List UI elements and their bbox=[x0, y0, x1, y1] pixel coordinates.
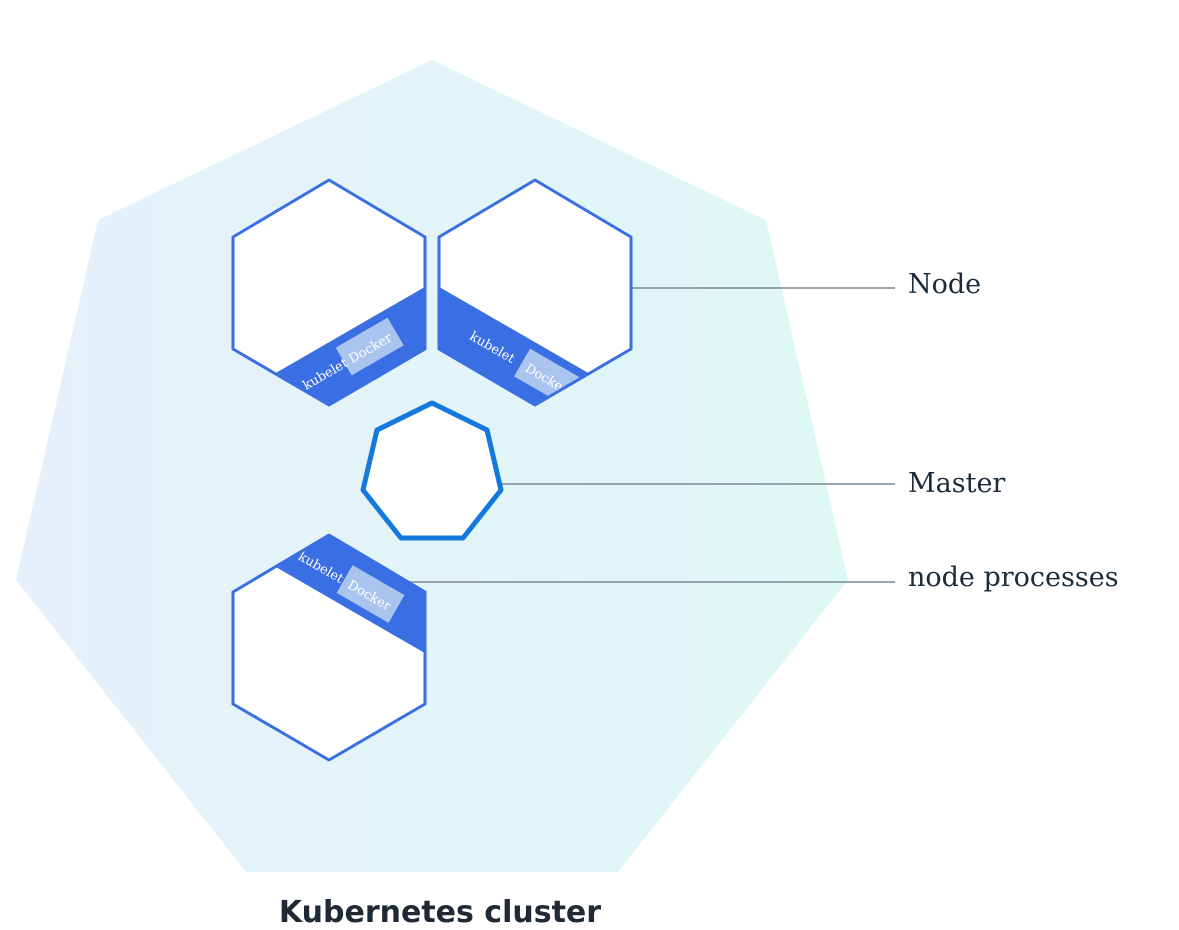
node-hexagon-2: kubelet Docker bbox=[437, 178, 633, 407]
node-hexagon-1: kubelet Docker bbox=[231, 178, 427, 407]
node-callout-label: Node bbox=[908, 269, 981, 300]
master-callout-label: Master bbox=[908, 468, 1005, 499]
node-processes-band-3: kubelet Docker bbox=[233, 535, 425, 654]
docker-box-1 bbox=[335, 317, 404, 376]
docker-box-3 bbox=[336, 565, 405, 623]
cluster-title: Kubernetes cluster bbox=[279, 895, 601, 930]
node-processes-band-1: kubelet Docker bbox=[233, 286, 425, 405]
node-hexagon-3: kubelet Docker bbox=[231, 533, 427, 762]
master-heptagon bbox=[360, 400, 504, 541]
node-processes-callout-label: node processes bbox=[908, 562, 1119, 593]
